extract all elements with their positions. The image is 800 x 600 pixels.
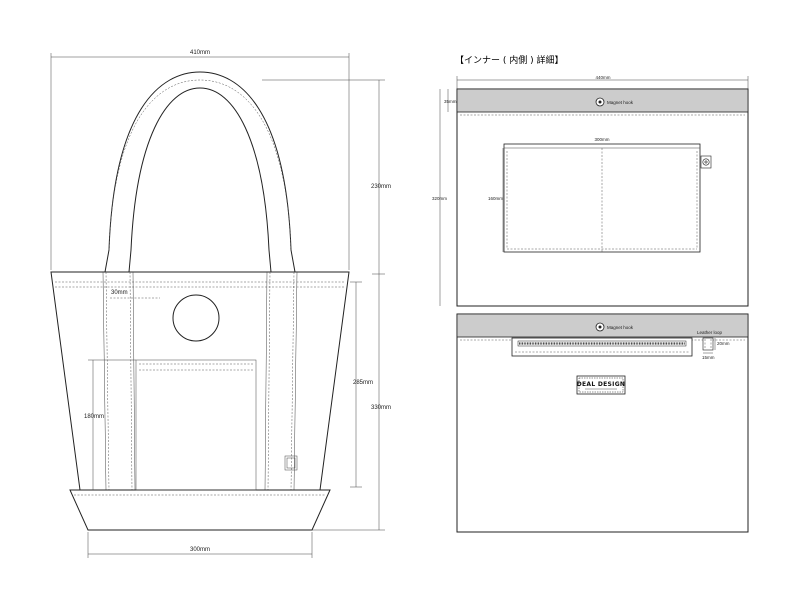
inner-upper-panel: 440mm 35mm 320mm Magnet hook 300mm 160mm	[432, 75, 749, 307]
handle-height-label: 230mm	[371, 184, 391, 190]
dim-bottom-width: 300mm	[87, 532, 313, 558]
inner-width-label: 440mm	[595, 75, 610, 80]
dim-right-heights: 230mm 330mm 285mm	[262, 79, 391, 531]
bag-handle	[104, 71, 296, 273]
loop-dim-1-label: 20mm	[717, 341, 730, 346]
leather-loop-label: Leather loop	[697, 330, 723, 335]
brand-logo-text: DEAL DESIGN	[577, 381, 626, 388]
pocket-height-label: 180mm	[84, 414, 104, 420]
total-height-label: 330mm	[371, 405, 391, 411]
magnet-label-upper: Magnet hook	[607, 100, 634, 105]
bag-body	[50, 271, 350, 531]
top-width-label: 410mm	[190, 50, 210, 56]
brand-logo-patch: DEAL DESIGN	[576, 375, 626, 395]
leather-loop: Leather loop 20mm 15mm	[697, 330, 730, 360]
body-height-label: 285mm	[353, 380, 373, 386]
dim-left: 30mm 180mm	[84, 290, 160, 490]
bottom-width-label: 300mm	[190, 547, 210, 553]
inner-height-label: 320mm	[432, 196, 447, 201]
zipper-pull-icon	[700, 155, 712, 169]
zipper-pocket	[511, 337, 693, 357]
pocket-width-label: 300mm	[594, 137, 609, 142]
magnet-hook-lower-dot-icon	[598, 325, 602, 329]
magnet-label-lower: Magnet hook	[607, 325, 634, 330]
band-label: 35mm	[444, 99, 457, 104]
offset-label: 30mm	[111, 290, 128, 296]
dim-top-width: 410mm	[50, 50, 350, 270]
pocket-height-inner-label: 160mm	[488, 196, 503, 201]
inner-detail-title: 【インナー ( 内側 ) 詳細】	[455, 54, 563, 66]
inner-pocket: 300mm 160mm	[488, 137, 701, 253]
loop-dim-2-label: 15mm	[702, 355, 715, 360]
inner-lower-panel: Magnet hook Leather loop 20mm 15mm DEAL …	[456, 313, 749, 533]
magnet-hook-dot-icon	[598, 100, 602, 104]
bag-front-view: 410mm 230mm 330mm 285mm	[50, 50, 391, 558]
